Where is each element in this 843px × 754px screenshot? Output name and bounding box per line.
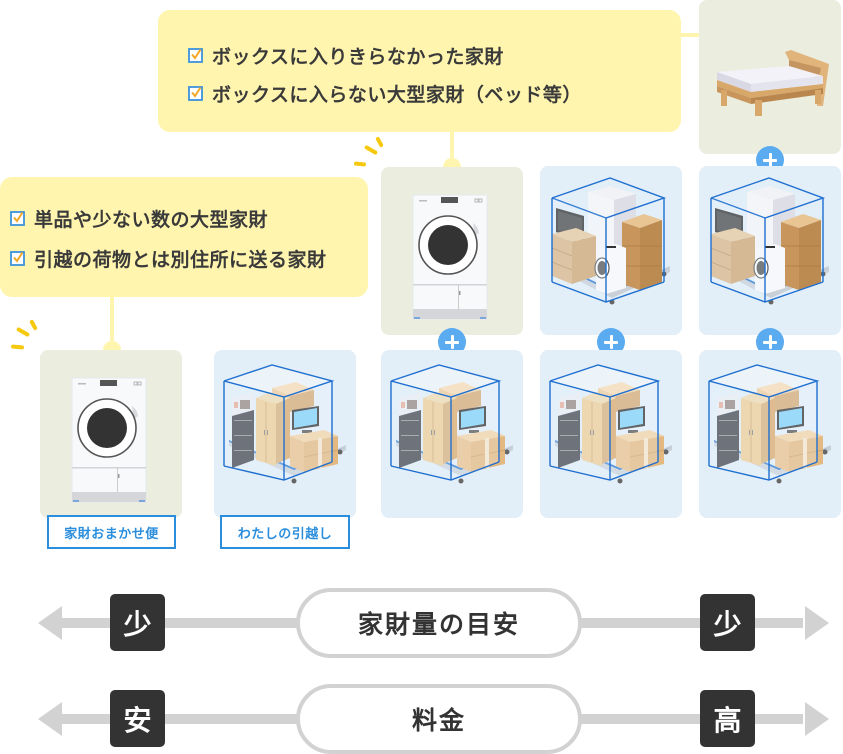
scale-right-label: 高 (700, 690, 755, 747)
scale-price: 安 高 料金 (0, 684, 843, 754)
connector-line (450, 132, 454, 164)
scale-left-label: 少 (110, 594, 165, 651)
scale-volume: 少 少 家財量の目安 (0, 588, 843, 658)
plan-label-watashi-no-hikkoshi[interactable]: わたしの引越し (220, 515, 350, 549)
checkbox-checked-icon (10, 211, 25, 226)
small-box-tile (699, 350, 841, 518)
connector-line (110, 297, 114, 347)
arrow-right-icon (805, 702, 829, 736)
spark-icon (29, 319, 38, 331)
washer-dryer-icon (40, 350, 182, 518)
small-box-icon (214, 350, 356, 518)
small-box-tile (381, 350, 523, 518)
callout-left-item: 引越の荷物とは別住所に送る家財 (10, 238, 368, 278)
callout-top-item-text: ボックスに入りきらなかった家財 (212, 45, 504, 68)
bed-tile (699, 0, 841, 154)
small-box-tile (540, 350, 682, 518)
callout-left-item-text: 引越の荷物とは別住所に送る家財 (34, 248, 327, 271)
callout-top-item: ボックスに入りきらなかった家財 (188, 36, 681, 74)
small-box-icon (381, 350, 523, 518)
callout-top-item-text: ボックスに入らない大型家財（ベッド等） (212, 83, 582, 106)
spark-icon (10, 344, 25, 350)
arrow-left-icon (38, 606, 62, 640)
spark-icon (375, 136, 384, 148)
small-box-tile (214, 350, 356, 518)
callout-left-item: 単品や少ない数の大型家財 (10, 198, 368, 238)
scale-right-label: 少 (700, 594, 755, 651)
spark-icon (15, 326, 31, 338)
callout-top-item: ボックスに入らない大型家財（ベッド等） (188, 74, 681, 112)
spark-icon (363, 144, 379, 156)
checkbox-checked-icon (10, 251, 25, 266)
scale-title: 料金 (296, 684, 582, 754)
washer-tile (40, 350, 182, 518)
large-box-tile (699, 166, 841, 335)
small-box-icon (699, 350, 841, 518)
checkbox-checked-icon (188, 48, 203, 63)
scale-left-label: 安 (110, 690, 165, 747)
washer-tile (381, 167, 523, 335)
arrow-left-icon (38, 702, 62, 736)
arrow-right-icon (805, 606, 829, 640)
checkbox-checked-icon (188, 86, 203, 101)
small-box-icon (540, 350, 682, 518)
spark-icon (353, 161, 367, 167)
bed-icon (699, 0, 841, 154)
scale-title: 家財量の目安 (296, 588, 582, 658)
callout-top: ボックスに入りきらなかった家財 ボックスに入らない大型家財（ベッド等） (158, 10, 681, 132)
large-box-icon (540, 166, 682, 334)
large-box-tile (540, 166, 682, 335)
washer-dryer-icon (381, 167, 523, 335)
plan-label-kazai-omakase[interactable]: 家財おまかせ便 (47, 515, 176, 549)
large-box-icon (699, 166, 841, 334)
callout-left: 単品や少ない数の大型家財 引越の荷物とは別住所に送る家財 (0, 177, 368, 297)
callout-left-item-text: 単品や少ない数の大型家財 (34, 208, 269, 231)
